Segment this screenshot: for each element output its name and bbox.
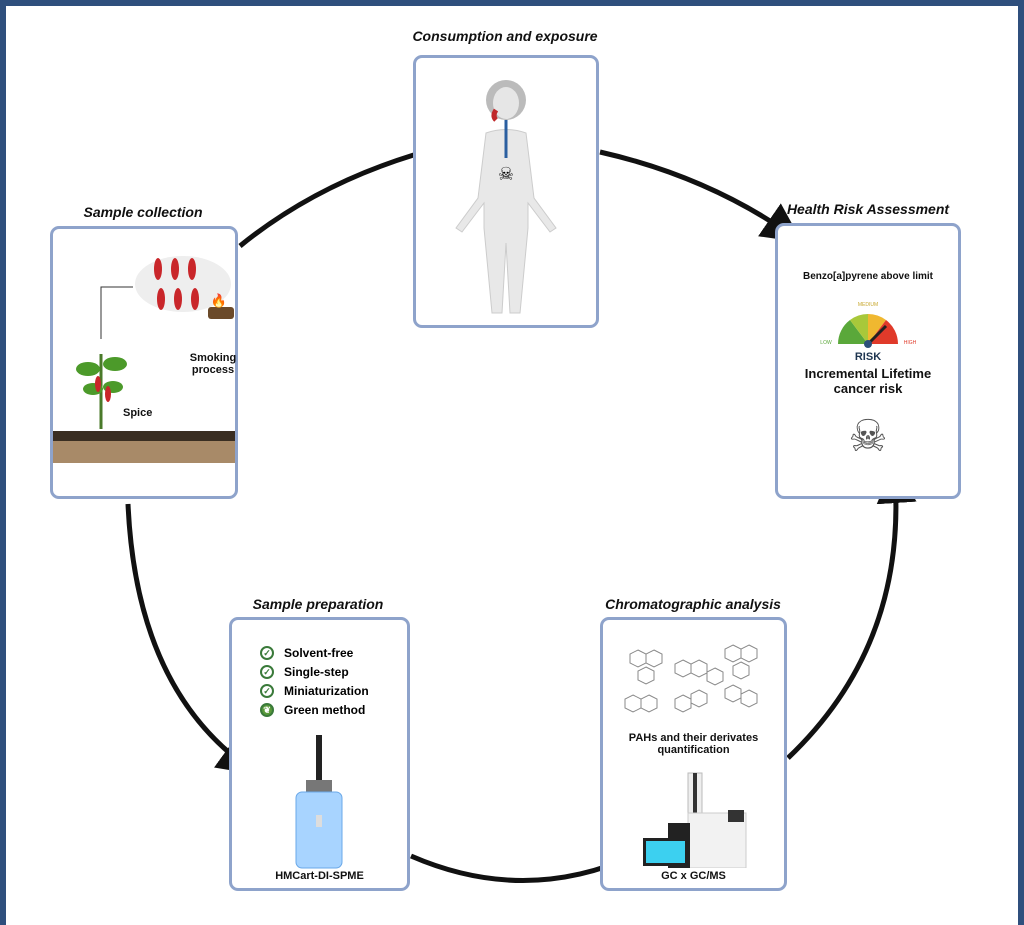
feature-item: ✓Single-step [260, 665, 369, 679]
skull-crossbones-icon: ☠ [848, 412, 888, 461]
consumption-box: ☠ [413, 55, 599, 328]
svg-text:HIGH: HIGH [904, 340, 917, 346]
svg-text:MEDIUM: MEDIUM [858, 302, 878, 308]
preparation-title: Sample preparation [252, 596, 384, 612]
spme-vial-illustration [295, 735, 343, 869]
risk-finding: Benzo[a]pyrene above limit [802, 271, 934, 282]
svg-text:LOW: LOW [820, 340, 832, 346]
risk-metric: Incremental Lifetime cancer risk [804, 366, 932, 396]
arrow-analysis-to-risk [786, 463, 917, 760]
feature-list: ✓Solvent-free ✓Single-step ✓Miniaturizat… [232, 646, 369, 722]
skull-icon: ☠ [498, 164, 514, 184]
risk-box: Benzo[a]pyrene above limit LOW MEDIUM HI… [775, 223, 961, 499]
gc-ms-instrument-illustration [643, 772, 747, 868]
consumption-title: Consumption and exposure [412, 28, 598, 44]
arrow-consumption-to-risk [599, 149, 803, 243]
analysis-title: Chromatographic analysis [605, 596, 781, 612]
arrow-collection-to-preparation [125, 503, 259, 775]
check-circle-icon: ✓ [260, 684, 274, 698]
analysis-description: PAHs and their derivates quantification [628, 732, 759, 756]
fire-icon: 🔥 [211, 293, 227, 308]
analysis-box: PAHs and their derivates quantification … [600, 617, 787, 891]
smoking-label: Smoking process [189, 352, 237, 376]
diagram-canvas: Consumption and exposure ☠ Sample collec… [6, 6, 1018, 925]
check-circle-icon: ✓ [260, 646, 274, 660]
pah-structures-illustration [624, 644, 758, 713]
feature-item: ❦Green method [260, 703, 369, 717]
check-circle-icon: ✓ [260, 665, 274, 679]
spice-label: Spice [123, 407, 153, 419]
feature-item: ✓Solvent-free [260, 646, 369, 660]
method-label: HMCart-DI-SPME [275, 870, 364, 882]
collection-title: Sample collection [83, 204, 203, 220]
preparation-box: ✓Solvent-free ✓Single-step ✓Miniaturizat… [229, 617, 410, 891]
leaf-icon: ❦ [260, 703, 274, 717]
collection-box: 🔥 Smoking process Spice [50, 226, 238, 499]
human-body-illustration: ☠ [455, 80, 557, 314]
risk-gauge: LOW MEDIUM HIGH RISK [820, 302, 917, 362]
feature-item: ✓Miniaturization [260, 684, 369, 698]
instrument-label: GC x GC/MS [661, 870, 726, 882]
risk-title: Health Risk Assessment [786, 201, 950, 217]
spice-smoking-illustration: 🔥 [53, 256, 235, 463]
svg-text:RISK: RISK [855, 351, 881, 362]
